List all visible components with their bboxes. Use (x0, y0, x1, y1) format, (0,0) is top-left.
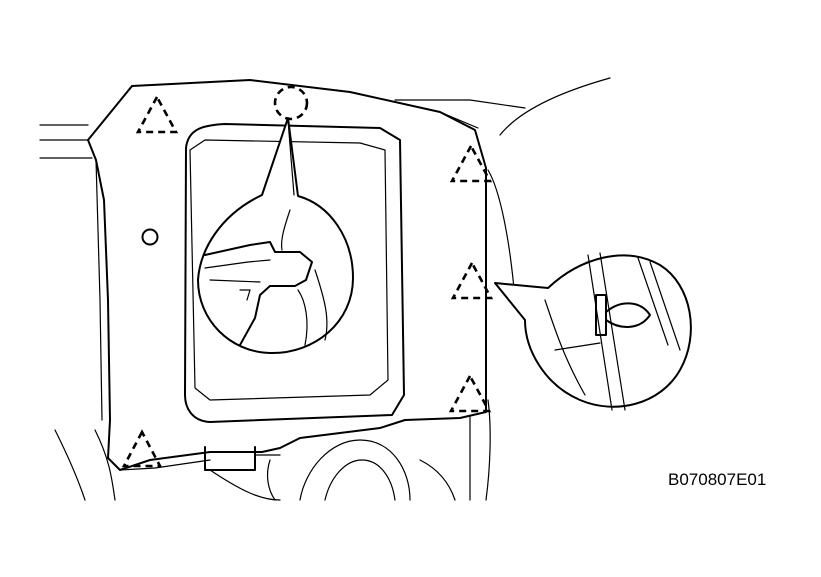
clip-markers (121, 85, 494, 468)
clip-marker-triangle (448, 373, 492, 413)
mounting-hole (141, 228, 159, 246)
callout-marker-circle (273, 85, 309, 121)
background-interior (39, 77, 611, 501)
clip-detail-callout (494, 252, 692, 411)
claw-detail-callout (197, 117, 354, 355)
clip-marker-triangle (449, 143, 493, 183)
clip-marker-triangle (135, 94, 179, 134)
clip-marker-triangle (450, 260, 494, 300)
figure-id-label: B070807E01 (668, 470, 767, 489)
